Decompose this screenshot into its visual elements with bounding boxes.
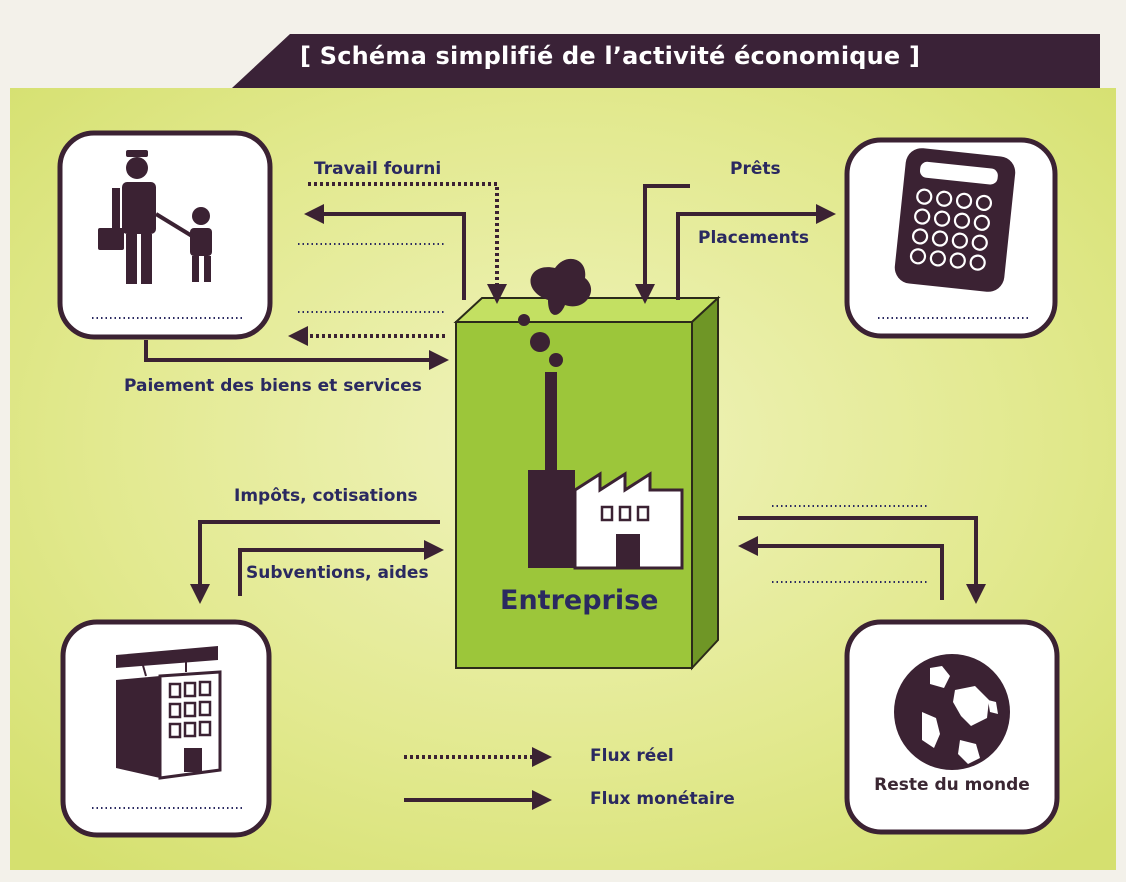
government-building-icon	[116, 646, 222, 780]
arrow-paiement	[144, 340, 449, 370]
legend-flux-reel: Flux réel	[590, 746, 674, 766]
factory-icon	[518, 258, 684, 570]
label-prets: Prêts	[730, 159, 781, 179]
reste-du-monde-label: Reste du monde	[874, 775, 1030, 795]
arrow-placements	[676, 204, 836, 300]
arrow-subventions	[238, 540, 444, 596]
household-box	[57, 130, 273, 340]
family-icon	[98, 150, 212, 284]
arrow-world-to-entreprise	[738, 536, 944, 600]
arrow-travail-fourni	[308, 182, 507, 304]
arrow-entreprise-to-household-top	[304, 204, 466, 300]
entreprise-label: Entreprise	[500, 585, 659, 616]
entreprise-block	[453, 258, 721, 671]
label-impots: Impôts, cotisations	[234, 486, 418, 506]
globe-icon	[894, 654, 1010, 770]
arrow-prets	[635, 184, 690, 304]
legend-flux-monetaire: Flux monétaire	[590, 789, 735, 809]
label-paiement: Paiement des biens et services	[124, 376, 422, 396]
world-box	[844, 619, 1060, 835]
title-band	[232, 34, 1100, 88]
diagram-title: [ Schéma simplifié de l’activité économi…	[300, 42, 921, 70]
arrow-impots	[190, 520, 440, 604]
calculator-icon	[894, 148, 1016, 292]
bank-box	[844, 137, 1058, 339]
label-placements: Placements	[698, 228, 809, 248]
label-travail-fourni: Travail fourni	[314, 159, 442, 179]
arrow-entreprise-to-world	[738, 516, 986, 604]
label-subventions: Subventions, aides	[246, 563, 429, 583]
state-box	[60, 619, 272, 838]
